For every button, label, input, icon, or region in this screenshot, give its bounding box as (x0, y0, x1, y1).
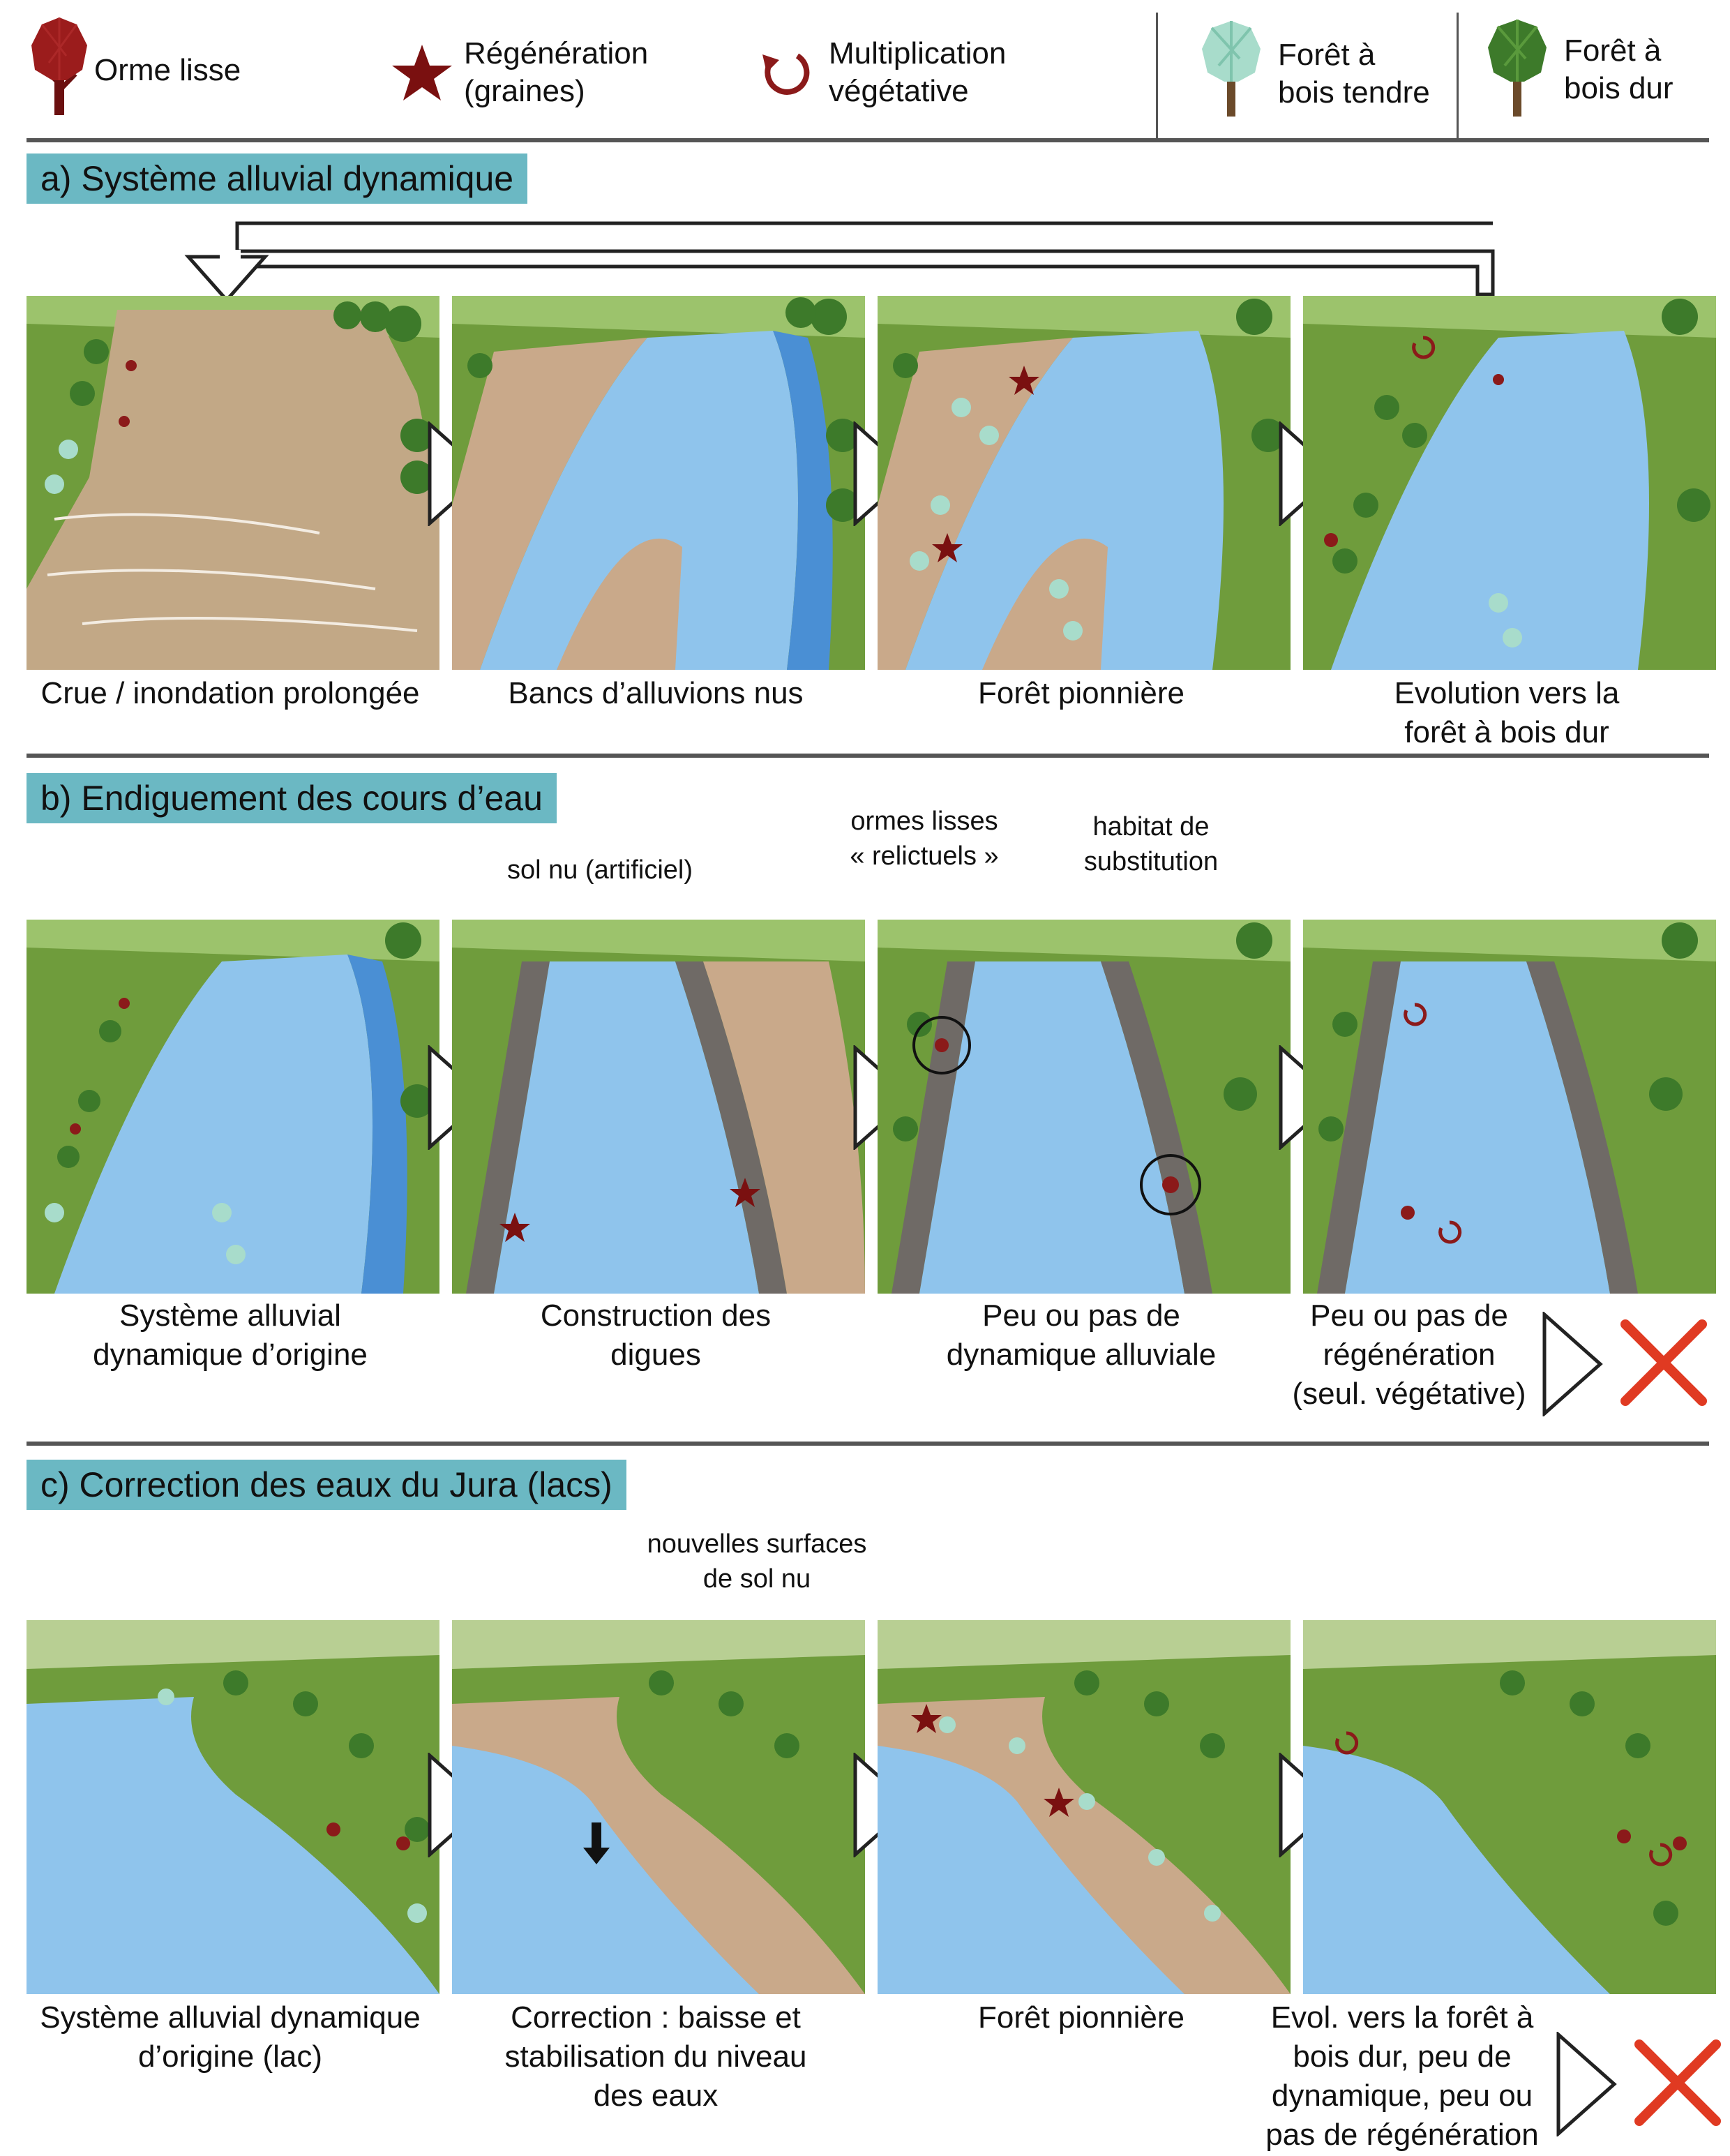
legend-regeneration: Régénération (graines) (464, 36, 649, 108)
panel-b4-no-regeneration (1303, 920, 1716, 1294)
caption-b1: Système alluvial dynamique d’origine (93, 1298, 368, 1372)
legend-orme-lisse: Orme lisse (94, 53, 241, 87)
cross-icon (1634, 2039, 1721, 2126)
panel-b2-levees (452, 920, 865, 1294)
caption-a3: Forêt pionnière (978, 676, 1184, 710)
legend-foret-bois-dur: Forêt à bois dur (1564, 33, 1673, 105)
callout-ormes-relictuels: ormes lisses « relictuels » (850, 807, 999, 871)
cross-icon (1620, 1319, 1707, 1406)
panel-b1-origin (27, 920, 439, 1294)
callout-habitat: habitat de substitution (1083, 812, 1219, 876)
star-icon (392, 45, 452, 100)
panel-c3-pioneer (878, 1620, 1291, 1994)
cycle-return-arrow (184, 221, 1495, 303)
caption-c3: Forêt pionnière (978, 2000, 1184, 2035)
legend-foret-bois-tendre: Forêt à bois tendre (1278, 38, 1430, 110)
divider (27, 754, 1709, 758)
panel-c1-lake-origin (27, 1620, 439, 1994)
panel-a1-flood (27, 296, 439, 670)
divider (27, 1442, 1709, 1446)
caption-c2: Correction : baisse et stabilisation du … (504, 2000, 807, 2113)
panel-a2-bars (452, 296, 865, 670)
caption-c1: Système alluvial dynamique d’origine (la… (40, 2000, 421, 2074)
caption-b4: Peu ou pas de régénération (seul. végéta… (1292, 1298, 1526, 1411)
legend-separator (1156, 13, 1158, 138)
elm-tree-icon (31, 17, 87, 115)
panel-a4-hardwood (1303, 296, 1716, 670)
caption-c4: Evol. vers la forêt à bois dur, peu de d… (1265, 2000, 1539, 2152)
panel-a3-pioneer (878, 296, 1291, 670)
section-a-title: a) Système alluvial dynamique (27, 154, 528, 204)
callout-nouvelles-surfaces: nouvelles surfaces de sol nu (647, 1529, 867, 1594)
divider (27, 138, 1709, 142)
legend-multiplication: Multiplication végétative (829, 36, 1007, 108)
section-c-title: c) Correction des eaux du Jura (lacs) (27, 1460, 626, 1510)
panel-c2-lowered (452, 1620, 865, 1994)
caption-b3: Peu ou pas de dynamique alluviale (946, 1298, 1217, 1372)
hardwood-tree-icon (1488, 20, 1547, 117)
caption-a1: Crue / inondation prolongée (40, 676, 420, 710)
caption-a4: Evolution vers la forêt à bois dur (1394, 676, 1620, 749)
softwood-tree-icon (1202, 21, 1261, 117)
outcome-arrow (1556, 2032, 1617, 2136)
callout-sol-nu: sol nu (artificiel) (506, 855, 693, 885)
cycle-arrow-icon (762, 53, 810, 95)
panel-b3-little-dynamics (878, 920, 1291, 1294)
caption-b2: Construction des digues (540, 1298, 772, 1372)
section-b-title: b) Endiguement des cours d’eau (27, 773, 557, 823)
caption-a2: Bancs d’alluvions nus (508, 676, 804, 710)
outcome-arrow (1542, 1312, 1603, 1416)
legend-separator-2 (1457, 13, 1459, 138)
panel-c4-hardwood (1303, 1620, 1716, 1994)
